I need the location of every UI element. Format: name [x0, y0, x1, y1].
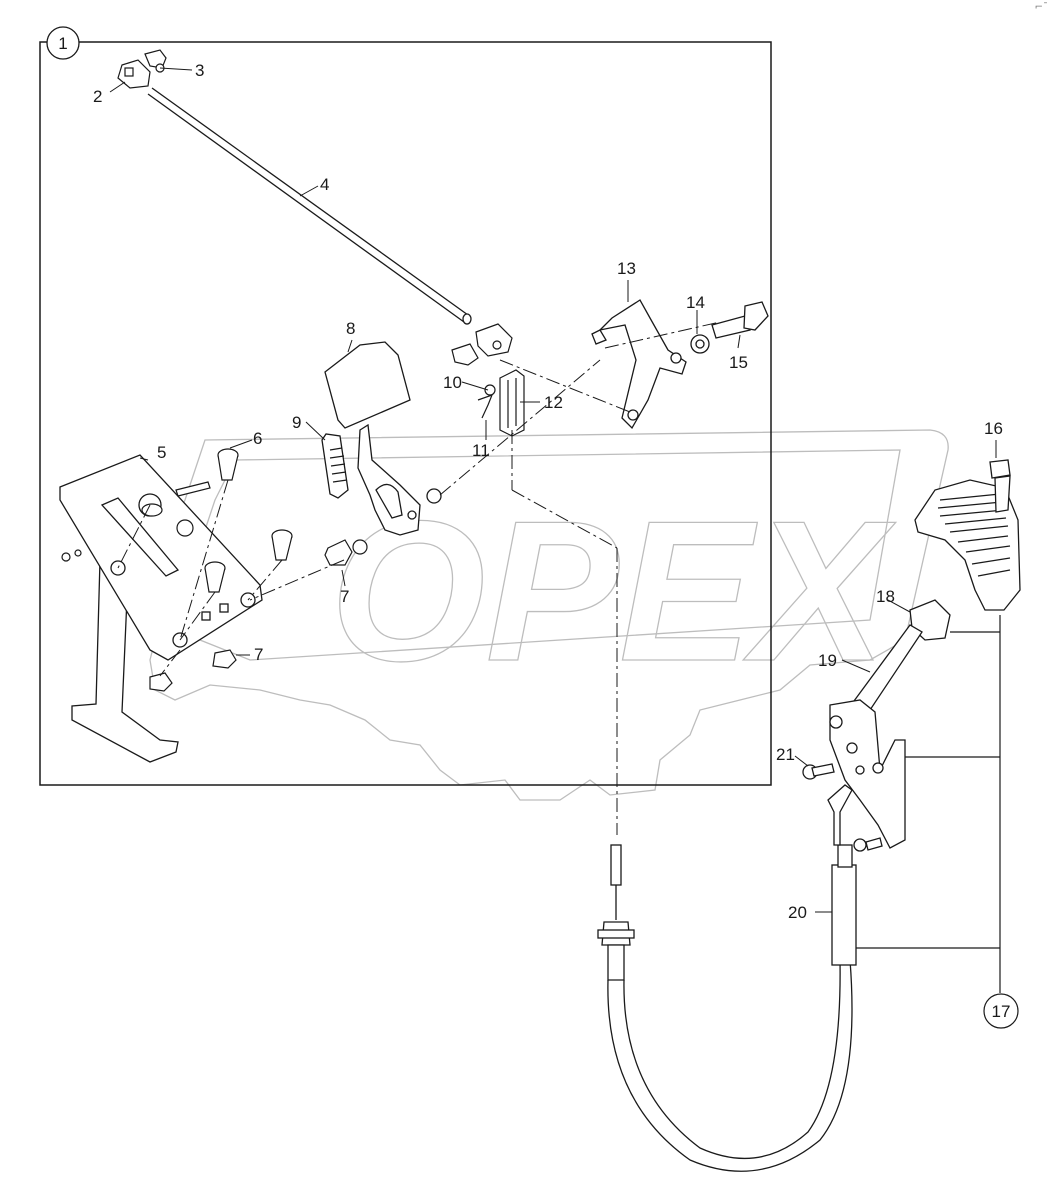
centerlines: [117, 321, 721, 835]
group-label-1: 1: [58, 34, 67, 53]
callout-20: 20: [788, 903, 807, 922]
bracket-parts: [591, 299, 769, 430]
callout-6: 6: [253, 429, 262, 448]
callout-3: 3: [195, 61, 204, 80]
leader-lines: [109, 67, 997, 913]
callout-7a: 7: [340, 587, 349, 606]
callout-10: 10: [443, 373, 462, 392]
rod-part: [147, 87, 472, 325]
assembly-frame: [39, 41, 772, 786]
callout-5: 5: [157, 443, 166, 462]
callout-15: 15: [729, 353, 748, 372]
group-balloon-17: 17: [855, 615, 1019, 1029]
callout-11: 11: [472, 441, 490, 460]
callout-12: 12: [544, 393, 563, 412]
callout-7b: 7: [254, 645, 263, 664]
group-balloon-1: 1: [46, 26, 80, 60]
callout-4: 4: [320, 175, 329, 194]
corner-mark: ⌐ˉ: [1034, 2, 1048, 13]
callout-13: 13: [617, 259, 636, 278]
watermark-logo: OPEX: [149, 429, 949, 801]
lever-assembly: [802, 459, 1021, 852]
pedal-base: [59, 454, 263, 763]
group-label-17: 17: [992, 1002, 1011, 1021]
callout-labels: 3 2 4 8 13 14 15 10 12 11 9 6 5 7 7 16 1…: [93, 61, 1003, 922]
watermark-text: OPEX: [330, 480, 896, 703]
cable-part: [597, 844, 857, 1172]
callout-14: 14: [686, 293, 705, 312]
callout-2: 2: [93, 87, 102, 106]
callout-9: 9: [292, 413, 301, 432]
clevis-parts: [451, 323, 525, 437]
callout-21: 21: [776, 745, 795, 764]
connector-part: [117, 49, 167, 89]
callout-19: 19: [818, 651, 837, 670]
pedal-arm: [321, 341, 442, 536]
fasteners: [61, 448, 368, 692]
callout-18: 18: [876, 587, 895, 606]
callout-8: 8: [346, 319, 355, 338]
callout-16: 16: [984, 419, 1003, 438]
